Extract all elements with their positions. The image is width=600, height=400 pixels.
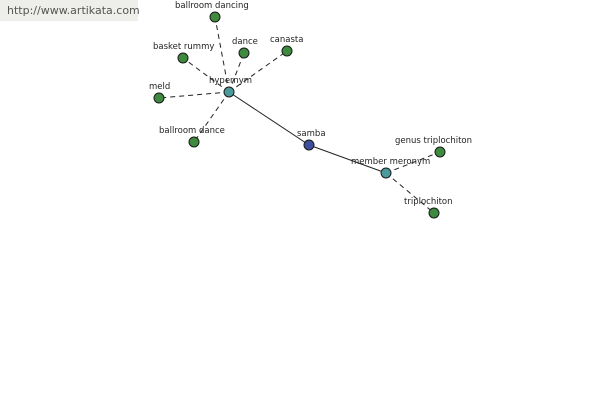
node-ballroom-dancing[interactable]: ballroom dancing bbox=[175, 1, 249, 23]
edge-hypernym-to-canasta bbox=[228, 50, 288, 93]
node-meld[interactable]: meld bbox=[149, 82, 170, 104]
node-dance-dot[interactable] bbox=[238, 47, 250, 59]
edge-hypernym-to-ballroom-dancing bbox=[214, 16, 230, 93]
node-ballroom-dancing-label[interactable]: ballroom dancing bbox=[175, 1, 249, 11]
node-canasta-label[interactable]: canasta bbox=[270, 35, 303, 45]
node-samba-dot[interactable] bbox=[303, 139, 315, 151]
node-meld-label[interactable]: meld bbox=[149, 82, 170, 92]
edge-hypernym-to-ballroom-dance bbox=[193, 91, 230, 143]
node-hypernym-label[interactable]: hypernym bbox=[209, 76, 252, 86]
node-ballroom-dance-dot[interactable] bbox=[188, 136, 200, 148]
node-basket-rummy-dot[interactable] bbox=[177, 52, 189, 64]
node-triplochiton-label[interactable]: triplochiton bbox=[404, 197, 453, 207]
edge-hypernym-to-meld bbox=[158, 91, 230, 99]
node-samba-label[interactable]: samba bbox=[297, 129, 326, 139]
node-genus-triplochiton-label[interactable]: genus triplochiton bbox=[395, 136, 472, 146]
edge-hypernym-to-dance bbox=[228, 52, 245, 93]
node-dance-label[interactable]: dance bbox=[232, 37, 258, 47]
edge-member-meronym-to-triplochiton bbox=[385, 172, 435, 214]
node-basket-rummy[interactable]: basket rummy bbox=[153, 42, 214, 64]
node-ballroom-dance[interactable]: ballroom dance bbox=[159, 126, 225, 148]
node-triplochiton-dot[interactable] bbox=[428, 207, 440, 219]
node-meld-dot[interactable] bbox=[153, 92, 165, 104]
node-genus-triplochiton-dot[interactable] bbox=[434, 146, 446, 158]
node-member-meronym-label[interactable]: member meronym bbox=[351, 157, 430, 167]
node-hypernym-dot[interactable] bbox=[223, 86, 235, 98]
edge-samba-to-hypernym bbox=[228, 91, 310, 146]
edge-hypernym-to-basket-rummy bbox=[182, 57, 230, 93]
node-canasta-dot[interactable] bbox=[281, 45, 293, 57]
node-hypernym[interactable]: hypernym bbox=[209, 76, 252, 98]
node-samba[interactable]: samba bbox=[297, 129, 326, 151]
node-member-meronym[interactable]: member meronym bbox=[351, 157, 430, 179]
node-ballroom-dancing-dot[interactable] bbox=[209, 11, 221, 23]
node-genus-triplochiton[interactable]: genus triplochiton bbox=[395, 136, 472, 158]
node-canasta[interactable]: canasta bbox=[270, 35, 303, 57]
graph-edges bbox=[158, 16, 441, 214]
node-basket-rummy-label[interactable]: basket rummy bbox=[153, 42, 214, 52]
graph-nodes: samba hypernym member meronym ballroom danc… bbox=[149, 1, 472, 219]
edge-samba-to-member-meronym bbox=[308, 144, 387, 174]
node-member-meronym-dot[interactable] bbox=[380, 167, 392, 179]
node-triplochiton[interactable]: triplochiton bbox=[404, 197, 453, 219]
source-link[interactable]: http://www.artikata.com bbox=[0, 0, 140, 21]
node-dance[interactable]: dance bbox=[232, 37, 258, 59]
node-ballroom-dance-label[interactable]: ballroom dance bbox=[159, 126, 225, 136]
edge-member-meronym-to-genus-triplochiton bbox=[385, 151, 441, 174]
